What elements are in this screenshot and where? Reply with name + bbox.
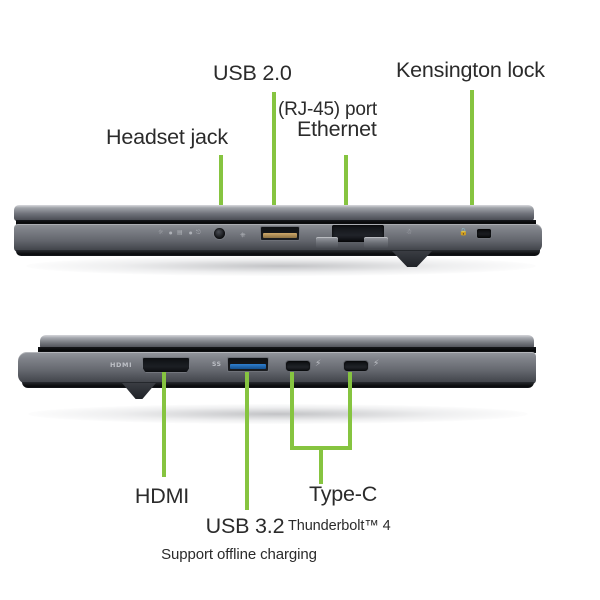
callout-label-hdmi: HDMI: [134, 484, 190, 508]
leader-line-typec-riser-right: [348, 372, 352, 450]
thunderbolt-bolt-icon-2: ⚡: [373, 359, 380, 369]
ethernet-hinge-flap-right: [364, 237, 388, 248]
usb-a-tongue-blue: [230, 364, 266, 369]
front-foot-wedge: [122, 383, 156, 399]
leader-line-usb-3-2: [245, 372, 249, 510]
laptop-left-edge: HDMI SS ⚡ ⚡: [18, 335, 538, 413]
usb-trident-icon: ⎈: [240, 231, 246, 239]
hdmi-silk-label: HDMI: [110, 361, 133, 369]
laptop-base-bottom: [18, 352, 536, 384]
callout-label-headset-jack: Headset jack: [106, 125, 228, 149]
laptop-lid-top: [14, 205, 534, 221]
ethernet-hinge-flap-left: [316, 237, 338, 248]
rear-hinge-foot: [392, 251, 432, 267]
lid-base-seam: [16, 220, 536, 225]
laptop-lid-bottom: [40, 335, 534, 348]
callout-label-thunderbolt-4: Thunderbolt™ 4: [288, 518, 391, 534]
indicator-led-2: ●: [189, 230, 193, 235]
bottom-laptop-shadow: [28, 404, 528, 424]
callout-label-rj45-port: (RJ-45) port: [278, 99, 377, 120]
base-bottom-lip-2: [22, 382, 534, 388]
wireless-indicator-icon: ☃: [406, 228, 413, 236]
kensington-lock-slot: [477, 229, 491, 238]
leader-line-typec-riser-left: [290, 372, 294, 450]
callout-label-usb-2-0: USB 2.0: [213, 61, 292, 85]
leader-line-ethernet: [344, 155, 348, 235]
callout-label-kensington-lock: Kensington lock: [396, 58, 545, 82]
leader-line-hdmi: [162, 372, 166, 477]
battery-indicator-icon: ▤: [177, 229, 183, 236]
laptop-rear-edge: ☼ ● ▤ ● ⎋ ⎈ ☃ 🔒: [14, 205, 542, 267]
usb-a-tongue: [263, 233, 297, 238]
usb-c-port-2: [343, 360, 369, 372]
kensington-lock-symbol: 🔒: [459, 228, 468, 236]
callout-label-offline-charging: Support offline charging: [161, 546, 317, 563]
callout-label-usb-3-2: USB 3.2: [205, 514, 285, 538]
brightness-indicator-icon: ☼: [158, 229, 164, 236]
base-bottom-lip: [16, 250, 540, 256]
usb-2-0-port: [260, 226, 300, 241]
headset-jack-port: [214, 228, 225, 239]
callout-label-type-c: Type-C: [308, 482, 378, 506]
power-indicator-icon: ⎋: [196, 229, 201, 236]
leader-line-usb-2-0: [272, 92, 276, 232]
indicator-led-1: ●: [169, 230, 173, 235]
callout-label-ethernet: Ethernet: [297, 117, 377, 141]
thunderbolt-bolt-icon-1: ⚡: [315, 359, 322, 369]
hdmi-port: [142, 357, 190, 373]
leader-line-headset-jack: [219, 155, 223, 235]
usb-3-2-port: [227, 357, 269, 372]
usb-c-port-1: [285, 360, 311, 372]
lid-base-seam-bottom: [38, 347, 536, 353]
leader-line-typec-stem: [319, 446, 323, 484]
superspeed-usb-icon: SS: [212, 361, 222, 368]
leader-line-kensington-lock: [470, 90, 474, 234]
